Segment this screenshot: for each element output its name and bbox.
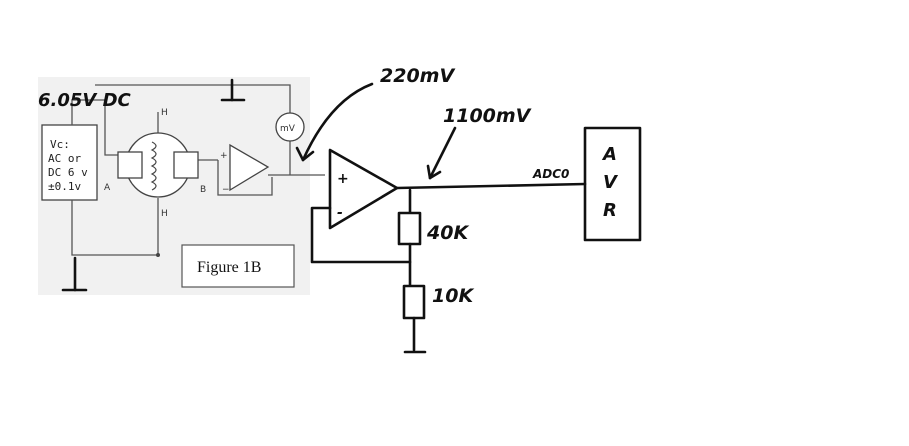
input-voltage-arrowhead (295, 146, 315, 162)
vc-label-line4: ±0.1v (48, 180, 81, 193)
vc-label-line2: AC or (48, 152, 81, 165)
vc-label-line3: DC 6 v (48, 166, 88, 179)
sensor-electrode-a (117, 151, 143, 179)
wire-feedback (310, 206, 412, 264)
junction-dot (156, 253, 160, 257)
buffer-amp (229, 143, 270, 192)
heater-bottom-label: H (161, 209, 168, 219)
avr-label-v: V (603, 172, 619, 193)
resistor-10k (402, 284, 426, 320)
node-b-label: B (200, 185, 206, 195)
opamp-minus: - (337, 205, 343, 221)
vc-label-line1: Vc: (50, 138, 70, 151)
wire-bottom-rail (71, 200, 158, 256)
resistor-40k (397, 211, 422, 246)
wire-amp-feedback (217, 160, 273, 196)
avr-label-r: R (603, 200, 617, 221)
output-voltage-arrowhead (426, 164, 442, 180)
input-voltage-label: 220mV (380, 65, 455, 87)
amp-plus-label: + (220, 151, 228, 161)
hand-annotations: 6.05V DC + - 220mV 1100mV ADC0 40K 10K (38, 65, 642, 354)
sensor-electrode-b (173, 151, 199, 179)
avr-label-a: A (601, 144, 617, 165)
wire-top-rail (95, 84, 291, 115)
meter-label: mV (280, 124, 296, 134)
supply-box (41, 124, 98, 201)
wire-supply-to-sensor (71, 99, 120, 156)
opamp-triangle (328, 148, 399, 230)
opamp-plus: + (337, 171, 349, 187)
node-a-label: A (104, 183, 111, 193)
input-voltage-arrow (301, 82, 374, 162)
output-voltage-label: 1100mV (443, 105, 532, 127)
sensor-circuit: Vc: AC or DC 6 v ±0.1v A B H H + − mV (41, 84, 325, 257)
amp-minus-label: − (222, 185, 230, 195)
figure-caption-box (181, 244, 295, 288)
millivolt-meter (275, 112, 305, 142)
resistor-10k-label: 10K (432, 285, 474, 307)
wire-output-to-adc (395, 182, 587, 190)
supply-voltage-label: 6.05V DC (38, 90, 132, 111)
heater-top-label: H (161, 108, 168, 118)
figure-caption: Figure 1B (197, 259, 261, 276)
adc-pin-label: ADC0 (532, 167, 569, 181)
heater-coil (150, 141, 157, 191)
output-voltage-arrow (428, 126, 457, 180)
avr-chip (583, 126, 642, 242)
resistor-40k-label: 40K (426, 222, 469, 244)
